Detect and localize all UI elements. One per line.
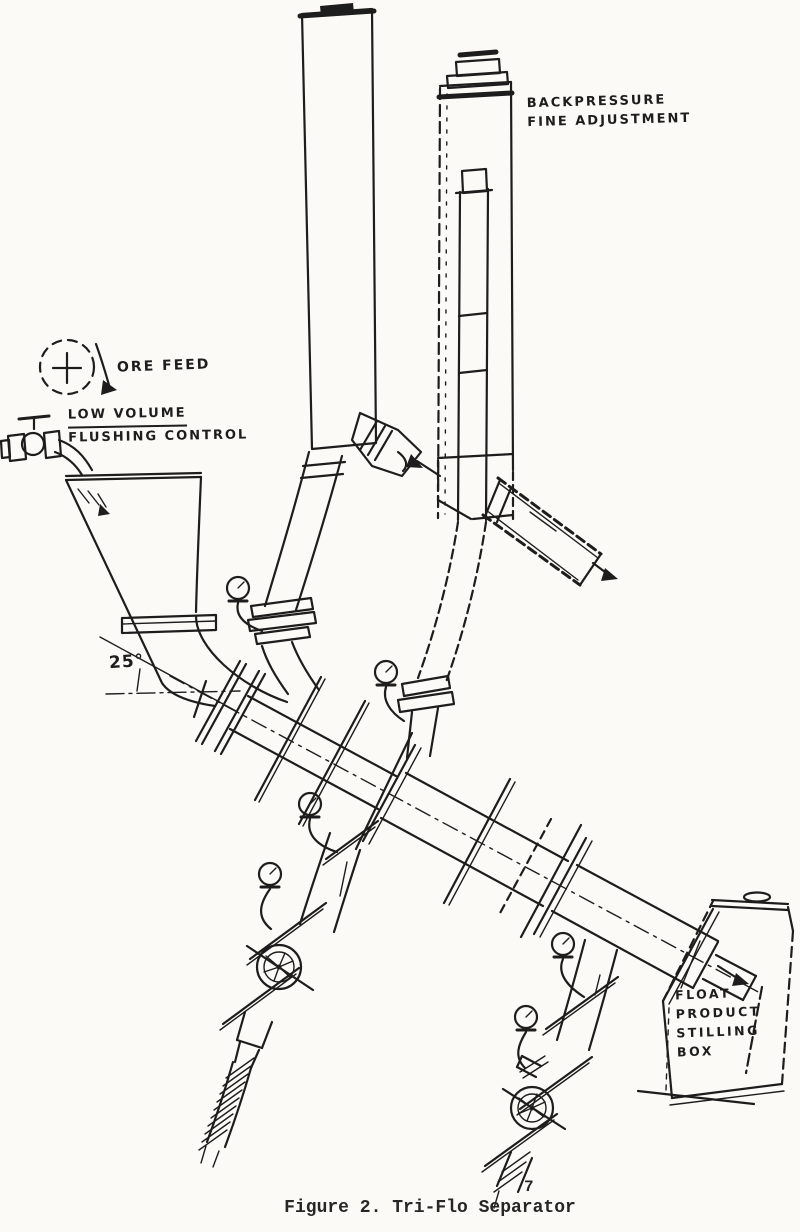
flushing-control-label: LOW VOLUME FLUSHING CONTROL bbox=[67, 402, 249, 448]
incline-angle-label: 25° bbox=[108, 650, 145, 674]
ore-feed-symbol bbox=[38, 338, 117, 396]
overflow-discharge-pipe bbox=[481, 476, 618, 587]
figure-caption: Figure 2. Tri-Flo Separator bbox=[284, 1198, 576, 1218]
incline-angle-annotation bbox=[99, 636, 241, 712]
pressure-gauge-4 bbox=[257, 861, 283, 931]
pressure-gauge-3 bbox=[297, 791, 339, 854]
pressure-gauge-5 bbox=[550, 931, 586, 999]
flushing-label-line2: FLUSHING CONTROL bbox=[68, 427, 249, 446]
sink-discharge-leg bbox=[198, 819, 380, 1168]
air-column bbox=[297, 3, 378, 451]
flushing-valve bbox=[0, 414, 94, 477]
flushing-label-line1: LOW VOLUME bbox=[67, 403, 187, 429]
float-box-label-line4: BOX bbox=[676, 1043, 715, 1060]
float-discharge-leg bbox=[481, 938, 620, 1209]
float-box-label: FLOAT PRODUCT STILLING BOX bbox=[675, 983, 763, 1062]
pressure-gauge-1 bbox=[225, 575, 264, 633]
backpressure-rod-lower bbox=[396, 520, 488, 760]
column-feed-pipe bbox=[246, 450, 347, 696]
backpressure-column bbox=[436, 49, 515, 522]
pressure-gauge-2 bbox=[373, 659, 406, 723]
separator-barrel bbox=[169, 659, 763, 1005]
backpressure-label: BACKPRESSURE FINE ADJUSTMENT bbox=[527, 90, 692, 132]
pressure-gauge-6 bbox=[513, 1004, 549, 1079]
feed-hopper bbox=[64, 471, 289, 708]
page-number: 7 bbox=[524, 1178, 534, 1196]
float-box-label-line3: STILLING bbox=[676, 1022, 761, 1041]
stilling-box bbox=[636, 891, 795, 1106]
ore-feed-label: ORE FEED bbox=[116, 356, 211, 376]
column-nozzle bbox=[350, 411, 442, 478]
